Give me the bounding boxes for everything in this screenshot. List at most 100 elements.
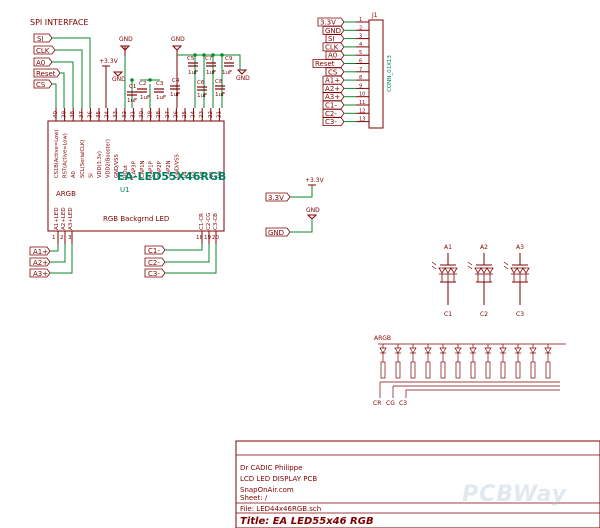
svg-text:C9: C9 [225,56,233,62]
u1-pin-num-31: 31 [130,111,136,118]
argb-led-4 [424,347,432,354]
label-si: SI [33,33,53,43]
u1-body [47,120,225,232]
svg-text:1uF: 1uF [156,95,166,101]
svg-text:GND: GND [268,229,284,237]
j1-ref: J1 [371,12,378,19]
argb-matrix-label: ARGB [374,335,391,342]
argb-resistor-12 [545,361,551,379]
u1-pin-num-22: 22 [208,111,214,118]
label-a3plus: A3+ [33,270,48,278]
label-c3minus: C3- [148,270,160,278]
svg-text:3.3V: 3.3V [268,194,284,202]
j1-label-text: C2- [325,110,337,118]
u1-pin-name-31: CAP3P [131,161,137,178]
argb-led-2 [394,347,402,354]
j1-pin-num: 9 [359,83,362,89]
u1-pin-name-38: A0 [71,171,77,178]
svg-text:CLK: CLK [36,47,50,55]
argb-led-5 [439,347,447,354]
j1-label-text: A2+ [325,85,340,93]
mid-gnd-symbol-label: GND [306,207,320,214]
argb-led-7 [469,347,477,354]
argb-resistor-6 [455,361,461,379]
j1-label-text: 3.3V [320,19,336,27]
u1-pin-name-23: V2 [200,171,206,178]
u1-pin-num-36: 36 [87,111,93,118]
j1-row-9: A2+ 9 [322,83,369,93]
title-main: Title: EA LED55x46 RGB [240,516,374,527]
bottom-a-labels: A1+ A2+ A3+ [29,246,51,278]
argb-led-10 [514,347,522,354]
svg-text:1uF: 1uF [215,92,225,98]
u1-pin-name-36: SI [88,173,94,178]
j1-row-13: C3-13 [322,117,369,126]
svg-text:1: 1 [52,235,56,241]
capacitor-network [124,54,241,108]
argb-led-12 [544,347,552,354]
argb-led-9 [499,347,507,354]
u1-top-pins: 40CS1B(Active=Low)39RST(Active=Low)38A03… [53,108,223,178]
argb-led-1 [379,347,387,354]
u1-backlight-label: RGB Backgrnd LED [103,215,169,223]
u1-pin-num-26: 26 [173,111,179,118]
u1-pin-num-29: 29 [148,111,154,118]
spi-interface-title: SPI INTERFACE [30,18,89,27]
j1-label-text: SI [328,35,335,43]
bottom-a-wires [50,244,73,274]
svg-text:CG: CG [386,400,395,407]
svg-text:C1: C1 [129,84,136,90]
j1-label-text: A3+ [325,93,340,101]
svg-text:1uF: 1uF [206,70,216,76]
u1-pin-name-32: VOut [123,165,129,178]
led-cathode-label: C3 [516,311,524,318]
argb-resistor-10 [515,361,521,379]
gnd-label-2: GND [171,36,185,43]
title-site: SnapOnAir.com [240,486,294,494]
label-c2minus: C2- [148,259,160,267]
u1-pin-name-27: CAP2N [166,160,172,178]
j1-pin-num: 5 [359,50,362,56]
argb-led-3 [409,347,417,354]
gnd-symbol-1 [119,45,131,56]
svg-text:A0: A0 [36,59,45,67]
gnd-label-3: GND [112,76,126,83]
svg-text:C3: C3 [399,400,407,407]
svg-text:CS: CS [36,81,46,89]
svg-text:1uF: 1uF [222,70,232,76]
j1-pin-num: 6 [359,59,362,65]
j1-label-text: Reset [315,60,335,68]
argb-resistor-4 [425,361,431,379]
u1-pin-num-25: 25 [182,111,188,118]
mid-v33-symbol-label: +3.3V [305,177,325,184]
gnd-symbol-2 [171,45,183,108]
title-project: LCD LED DISPLAY PCB [240,475,317,483]
argb-resistor-9 [500,361,506,379]
j1-pin-num: 2 [359,25,362,31]
svg-text:1uF: 1uF [127,98,137,104]
mid-wires [290,185,313,233]
u1-pin-name-30: CAP1N [140,160,146,178]
svg-text:A2+LED: A2+LED [61,207,67,230]
svg-text:18: 18 [196,235,203,241]
j1-row-6: Reset 6 [312,59,369,68]
argb-resistor-1 [380,361,386,379]
j1-pin-num: 7 [359,67,362,73]
j1-label-text: C3- [325,118,337,126]
title-file: File: LED44x46RGB.sch [240,505,321,513]
mid-gnd-label: GND [265,227,291,237]
j1-connector-body [368,19,384,129]
bottom-c-labels: C1- C2- C3- [144,245,166,278]
vdd-symbol [102,65,110,108]
svg-text:A3+LED: A3+LED [68,207,74,230]
u1-pin-num-38: 38 [70,111,76,118]
j1-pin-num: 12 [359,108,365,114]
svg-text:C7: C7 [205,56,213,62]
argb-led-11 [529,347,537,354]
label-c1minus: C1- [148,247,160,255]
